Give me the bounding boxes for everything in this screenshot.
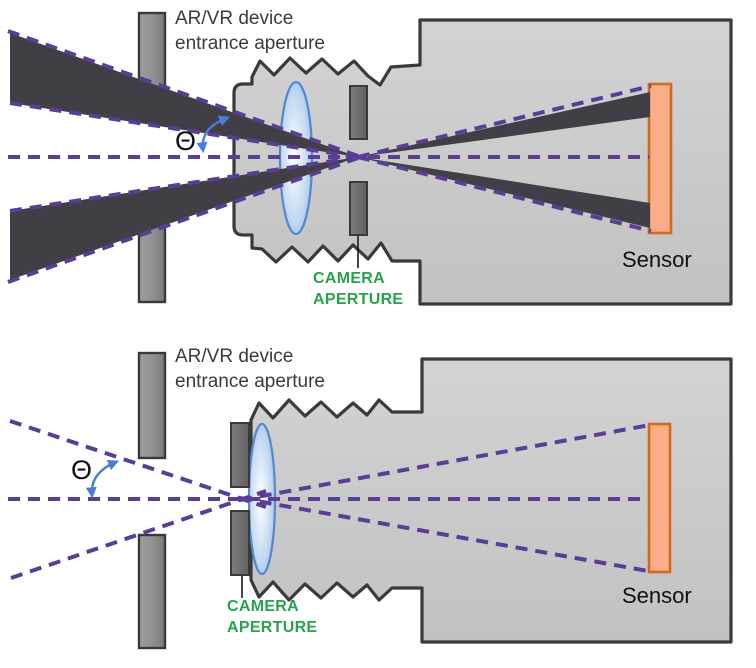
ray-upper-right <box>357 84 652 159</box>
camera-aperture-label-line2: APERTURE <box>227 619 318 636</box>
entrance-aperture-bottom-bar <box>137 533 167 650</box>
entrance-aperture-label-line2: entrance aperture <box>175 371 325 392</box>
entrance-aperture-label-line2: entrance aperture <box>175 33 325 54</box>
theta-angle-arrow <box>196 115 231 154</box>
ray-lower-left-outer <box>7 156 359 284</box>
bottom-diagram <box>8 351 733 650</box>
camera-aperture-bottom-blade <box>230 510 250 576</box>
sensor-label: Sensor <box>622 583 692 608</box>
camera-aperture-top-blade <box>230 422 250 488</box>
top-diagram <box>7 11 733 306</box>
ray-upper-left <box>9 419 267 509</box>
theta-angle-arrow <box>85 459 120 499</box>
camera-aperture-bottom-blade <box>349 181 368 236</box>
sensor <box>647 422 672 574</box>
camera-aperture-label-line1: CAMERA <box>313 270 386 287</box>
entrance-aperture-top-bar <box>137 351 167 460</box>
ray-lower-right <box>357 155 652 233</box>
sensor <box>647 82 673 235</box>
entrance-aperture-label-line1: AR/VR device <box>175 8 294 29</box>
camera-aperture-label-line2: APERTURE <box>313 291 404 308</box>
theta-symbol: Θ <box>175 126 197 156</box>
light-beam-upper-right <box>358 92 650 157</box>
entrance-aperture-label-line1: AR/VR device <box>175 346 294 367</box>
theta-symbol: Θ <box>71 455 93 485</box>
sensor-label: Sensor <box>622 247 692 272</box>
ray-upper-left-outer <box>7 29 359 158</box>
camera-aperture-top-blade <box>349 85 368 140</box>
ray-lower-left <box>10 489 267 580</box>
camera-aperture-label-line1: CAMERA <box>227 598 300 615</box>
ray-lower-right <box>239 496 649 573</box>
ray-upper-right <box>239 423 651 502</box>
